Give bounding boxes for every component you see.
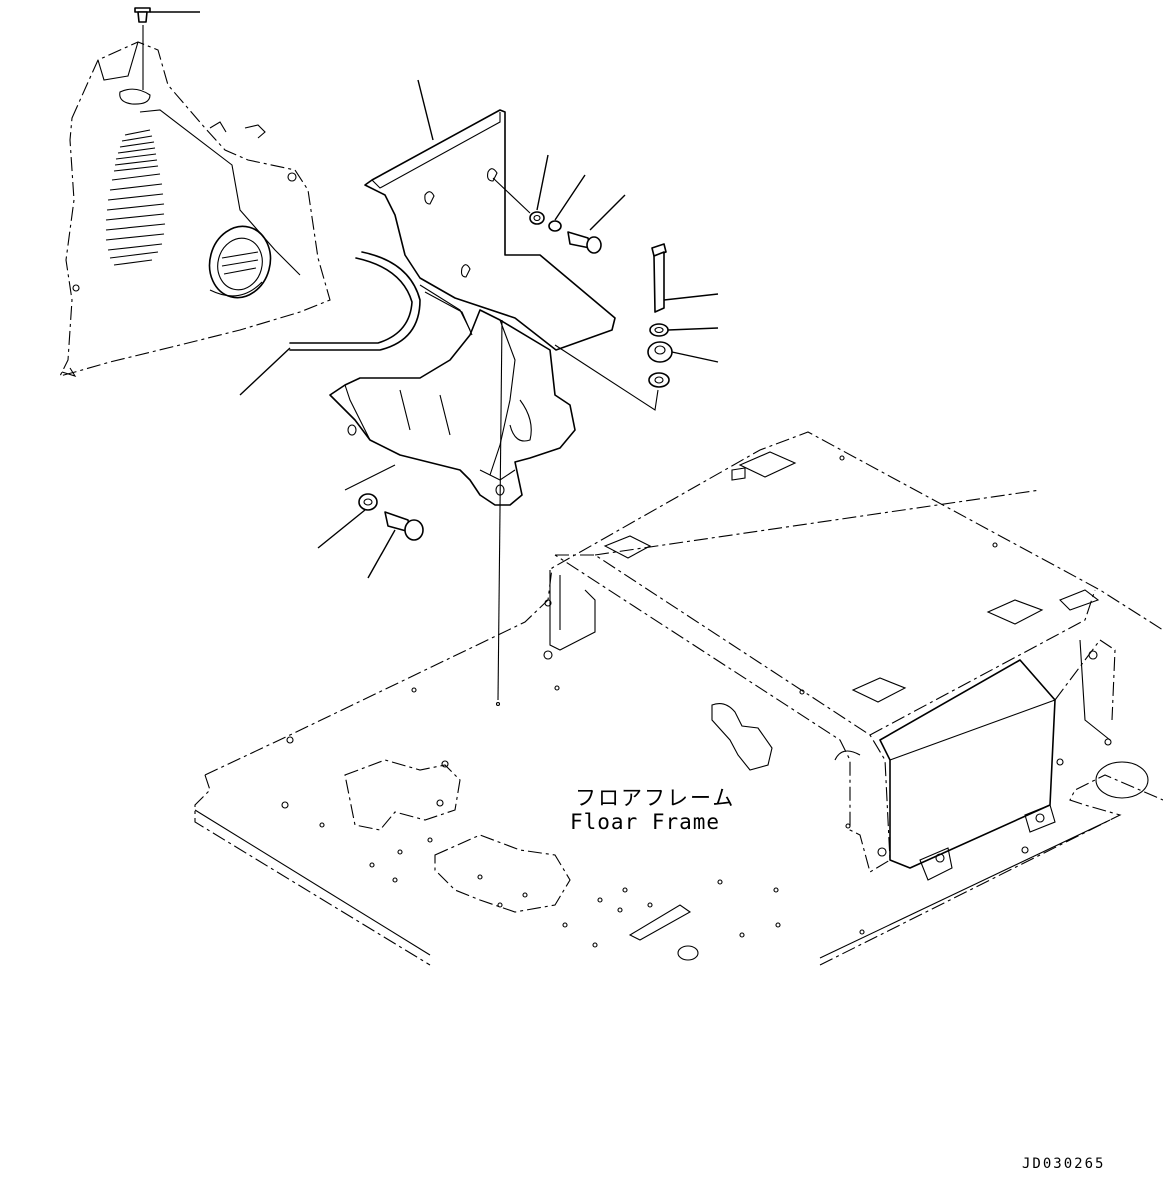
floor-frame-label-en: Floar Frame [570, 810, 720, 834]
cover-screw [134, 7, 200, 90]
drawing-code: JD030265 [1022, 1156, 1105, 1172]
upper-bracket-plate [364, 79, 616, 351]
right-fasteners [554, 243, 719, 411]
seal-strip [239, 251, 421, 396]
lower-duct [329, 284, 576, 506]
center-leader-line [497, 319, 503, 701]
floor-frame-label-jp: フロアフレーム [575, 786, 735, 810]
side-cover-panel [58, 41, 331, 377]
lower-fasteners [317, 464, 424, 579]
floor-frame [194, 431, 1163, 966]
upper-fasteners [492, 154, 626, 254]
